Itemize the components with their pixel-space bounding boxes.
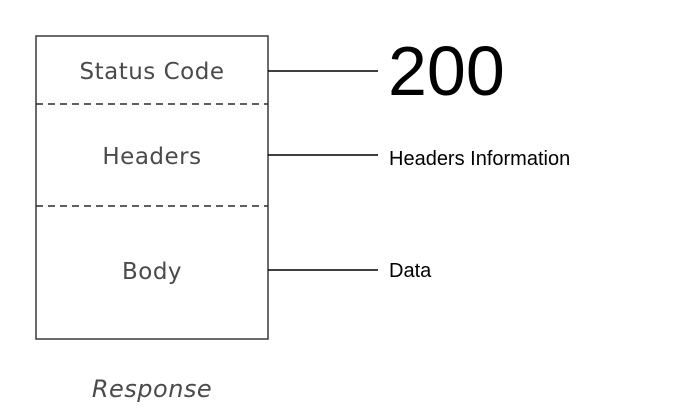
annotation-body: Data — [389, 260, 432, 282]
section-label-body: Body — [122, 259, 182, 285]
section-label-status-code: Status Code — [80, 59, 225, 85]
annotation-headers: Headers Information — [389, 148, 570, 170]
annotation-status-code: 200 — [388, 32, 505, 110]
diagram-caption: Response — [92, 375, 212, 403]
section-label-headers: Headers — [102, 144, 201, 170]
response-box — [35, 35, 269, 340]
